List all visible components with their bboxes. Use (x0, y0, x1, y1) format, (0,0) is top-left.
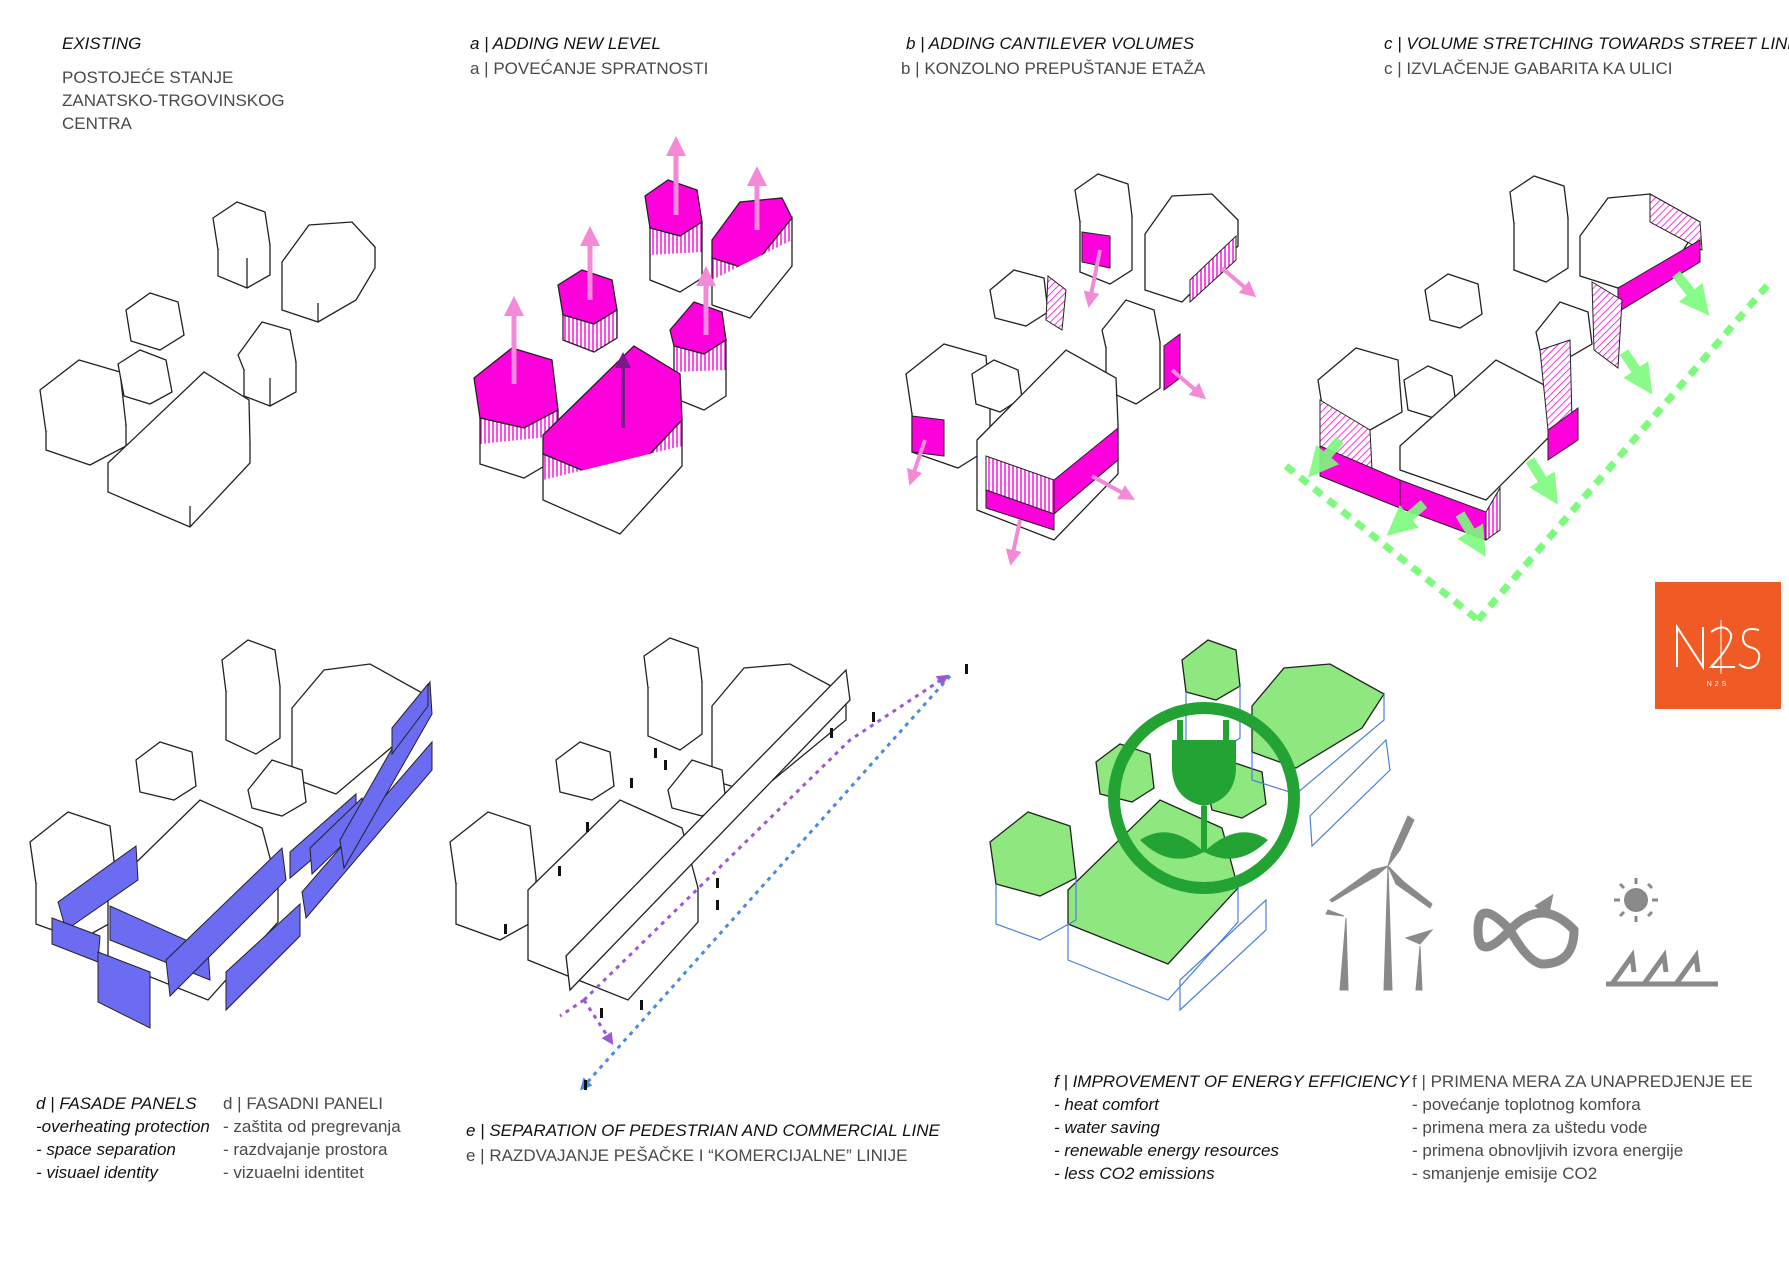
panel-a-subtitle: a | POVEĆANJE SPRATNOSTI (470, 59, 709, 78)
panel-f-local-item-1: - povećanje toplotnog komfora (1412, 1095, 1641, 1114)
n2s-logo: N2S (1655, 582, 1781, 709)
pedestrian-buildings (449, 637, 851, 1001)
panel-f-caption: f | IMPROVEMENT OF ENERGY EFFICIENCY - h… (1054, 1070, 1409, 1185)
panel-d-caption: d | FASADE PANELS -overheating protectio… (36, 1092, 210, 1184)
energy-plug-leaf-icon (1108, 702, 1300, 894)
panel-b-title: b | ADDING CANTILEVER VOLUMES (906, 34, 1195, 53)
panel-d-local-item-2: - razdvajanje prostora (223, 1140, 388, 1159)
wind-turbines-icon (1325, 815, 1434, 991)
panel-d-title: d | FASADE PANELS (36, 1094, 197, 1113)
new-level-buildings (473, 179, 793, 535)
panel-f-title: f | IMPROVEMENT OF ENERGY EFFICIENCY (1054, 1072, 1410, 1091)
panel-e-subtitle: e | RAZDVAJANJE PEŠAČKE I “KOMERCIJALNE”… (466, 1146, 908, 1165)
new-level-arrows (504, 136, 767, 384)
panel-e-title: e | SEPARATION OF PEDESTRIAN AND COMMERC… (466, 1121, 940, 1140)
panel-d-local-caption: d | FASADNI PANELI - zaštita od pregreva… (223, 1092, 401, 1184)
street-arrows (1308, 270, 1710, 557)
cantilever-volumes (911, 231, 1237, 531)
pedestrian-path (559, 674, 950, 1046)
street-line (1283, 277, 1775, 623)
panel-c-title: c | VOLUME STRETCHING TOWARDS STREET LIN… (1384, 34, 1789, 53)
panel-d-local-item-1: - zaštita od pregrevanja (223, 1117, 401, 1136)
existing-title: EXISTING (62, 34, 142, 53)
solar-panel-icon (1606, 878, 1718, 987)
panel-c-subtitle: c | IZVLAČENJE GABARITA KA ULICI (1384, 59, 1673, 78)
panel-d-local-item-3: - vizuaelni identitet (223, 1163, 364, 1182)
panel-d-item-2: - space separation (36, 1140, 176, 1159)
cantilever-arrows (907, 249, 1257, 566)
panel-f-local-item-4: - smanjenje emisije CO2 (1412, 1164, 1598, 1183)
panel-f-item-1: - heat comfort (1054, 1095, 1159, 1114)
existing-subtitle-line-2: ZANATSKO-TRGOVINSKOG (62, 91, 285, 110)
fasade-panel-set (51, 680, 433, 1029)
pedestrian-figures (504, 664, 968, 1090)
existing-subtitle-line-3: CENTRA (62, 114, 132, 133)
n2s-logo-mark: N2S (1676, 620, 1761, 688)
panel-f-item-2: - water saving (1054, 1118, 1160, 1137)
panel-f-item-3: - renewable energy resources (1054, 1141, 1279, 1160)
recycle-infinity-icon (1473, 893, 1579, 969)
panel-f-local-title: f | PRIMENA MERA ZA UNAPREDJENJE EE (1412, 1072, 1753, 1091)
existing-buildings (39, 201, 376, 528)
panel-f-local-item-2: - primena mera za uštedu vode (1412, 1118, 1648, 1137)
commercial-line (580, 675, 952, 1091)
logo-text: N2S (1707, 681, 1730, 688)
panel-d-item-1: -overheating protection (36, 1117, 210, 1136)
existing-subtitle-line-1: POSTOJEĆE STANJE (62, 68, 234, 87)
panel-d-local-title: d | FASADNI PANELI (223, 1094, 383, 1113)
panel-b-subtitle: b | KONZOLNO PREPUŠTANJE ETAŽA (901, 59, 1206, 78)
panel-f-local-item-3: - primena obnovljivih izvora energije (1412, 1141, 1684, 1160)
panel-f-local-caption: f | PRIMENA MERA ZA UNAPREDJENJE EE - po… (1412, 1070, 1753, 1185)
panel-f-item-4: - less CO2 emissions (1054, 1164, 1215, 1183)
panel-d-item-3: - visuael identity (36, 1163, 158, 1182)
panel-a-title: a | ADDING NEW LEVEL (470, 34, 661, 53)
cantilever-buildings (905, 173, 1239, 541)
